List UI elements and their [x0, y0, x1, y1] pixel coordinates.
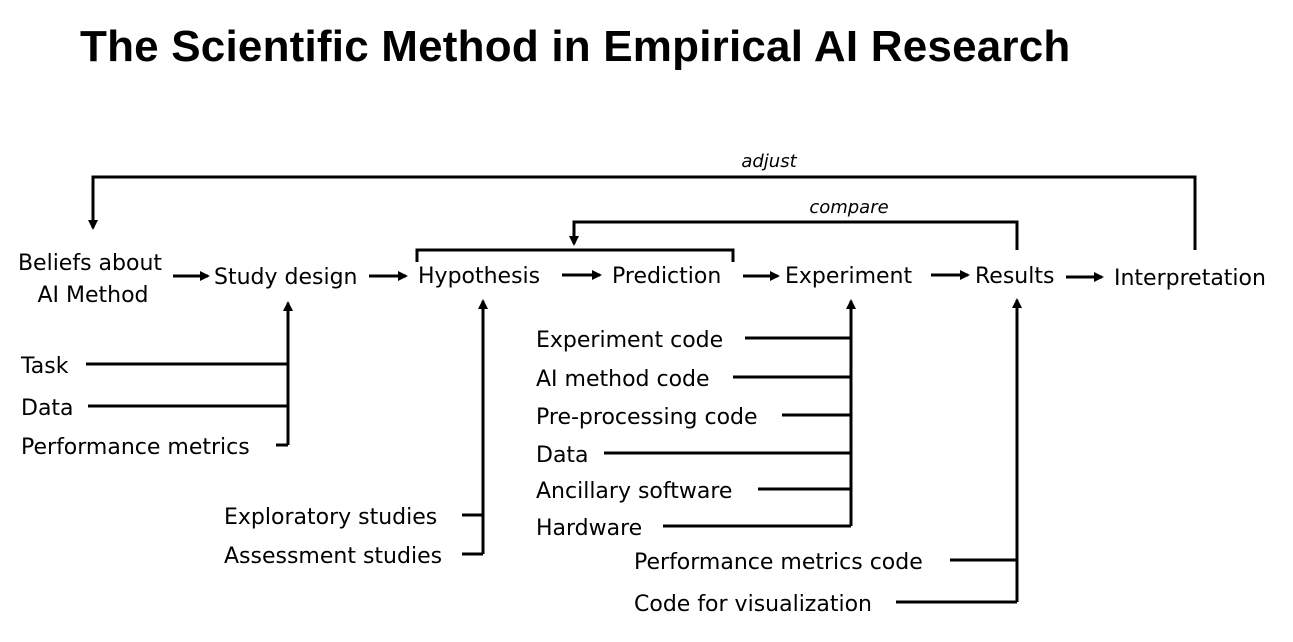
- adjust-loop-line: [88, 175, 1197, 250]
- input-performance-metrics-label: Performance metrics: [21, 435, 250, 460]
- input-hardware-label: Hardware: [536, 516, 642, 541]
- interpretation-label: Interpretation: [1114, 266, 1266, 291]
- compare-loop-line: [569, 220, 1019, 250]
- study-design-label: Study design: [214, 265, 358, 290]
- results-label: Results: [975, 264, 1054, 289]
- input-performance-metrics-code-label: Performance metrics code: [634, 550, 923, 575]
- input-ai-method-code-label: AI method code: [536, 367, 710, 392]
- compare-label: compare: [809, 197, 888, 218]
- input-assessment-studies-label: Assessment studies: [224, 544, 442, 569]
- hypothesis-prediction-bracket: [415, 248, 735, 262]
- experiment-label: Experiment: [785, 264, 912, 289]
- input-experiment-code-label: Experiment code: [536, 328, 723, 353]
- input-task-label: Task: [20, 354, 69, 379]
- hypothesis-label: Hypothesis: [418, 264, 540, 289]
- beliefs-label-line2: AI Method: [37, 283, 148, 308]
- input-preprocessing-code-label: Pre-processing code: [536, 405, 758, 430]
- page-title: The Scientific Method in Empirical AI Re…: [80, 22, 1071, 71]
- adjust-label: adjust: [741, 151, 797, 172]
- prediction-label: Prediction: [612, 264, 721, 289]
- input-exploratory-studies-label: Exploratory studies: [224, 505, 437, 530]
- input-code-for-visualization-label: Code for visualization: [634, 592, 872, 617]
- input-data-label: Data: [21, 396, 74, 421]
- input-experiment-data-label: Data: [536, 443, 589, 468]
- input-ancillary-software-label: Ancillary software: [536, 479, 732, 504]
- beliefs-label-line1: Beliefs about: [18, 251, 162, 276]
